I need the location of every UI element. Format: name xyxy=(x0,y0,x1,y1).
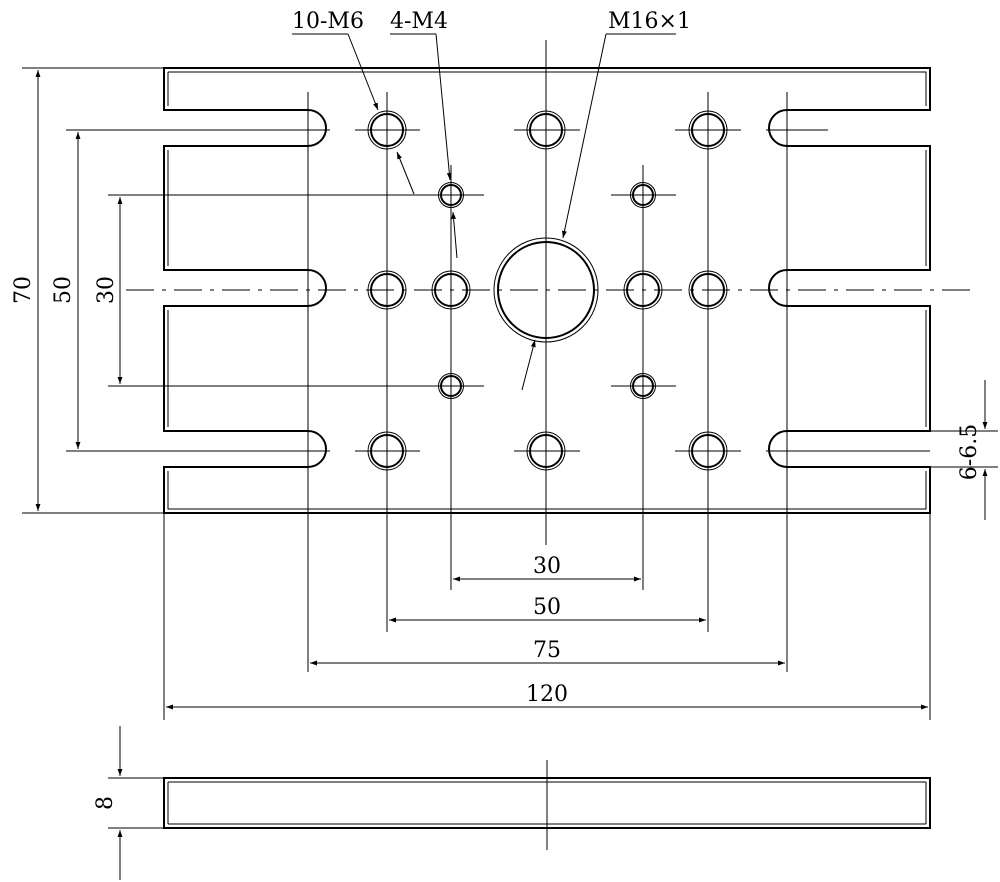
m4-hole xyxy=(630,182,656,208)
m4-callout-label: 4-M4 xyxy=(390,9,448,34)
horizontal-dimensions: 30 50 75 120 xyxy=(163,513,931,720)
m6-hole xyxy=(688,431,728,471)
m4-leader xyxy=(435,33,452,181)
m6-hole xyxy=(526,110,566,150)
vertical-dimensions: 70 50 30 xyxy=(11,67,164,514)
m6-hole xyxy=(367,110,407,150)
m16-leader-2 xyxy=(521,339,536,391)
m4-hole xyxy=(438,373,464,399)
m6-hole xyxy=(367,270,407,310)
m16-hole xyxy=(493,237,599,343)
dim-slot-label: 6-6.5 xyxy=(957,424,982,480)
dim-30-vertical-label: 30 xyxy=(94,276,119,304)
m16-callout-label: M16×1 xyxy=(608,9,691,34)
m6-hole xyxy=(526,431,566,471)
dim-50-horizontal-label: 50 xyxy=(533,595,561,620)
m6-leader xyxy=(347,33,379,111)
m16-leader xyxy=(562,33,607,239)
dim-70-label: 70 xyxy=(11,276,36,304)
slot-dimension: 6-6.5 xyxy=(930,380,998,520)
callouts: 10-M6 4-M4 M16×1 xyxy=(292,9,691,391)
m6-leader-2 xyxy=(396,151,415,195)
m6-callout-label: 10-M6 xyxy=(292,9,364,34)
dim-120-label: 120 xyxy=(526,682,568,707)
dim-30-horizontal-label: 30 xyxy=(533,554,561,579)
m4-leader-2 xyxy=(451,211,458,259)
plate-inner-edge xyxy=(167,71,927,510)
plate-side-view: 8 xyxy=(93,726,931,880)
m4-hole xyxy=(438,182,464,208)
m6-hole xyxy=(367,431,407,471)
m6-hole xyxy=(431,270,471,310)
m6-hole xyxy=(688,270,728,310)
holes xyxy=(367,110,728,471)
dim-8-label: 8 xyxy=(93,796,118,810)
m6-hole xyxy=(623,270,663,310)
center-lines xyxy=(66,40,970,672)
m6-hole xyxy=(688,110,728,150)
dim-50-vertical-label: 50 xyxy=(51,276,76,304)
dim-75-label: 75 xyxy=(533,638,561,663)
m4-hole xyxy=(630,373,656,399)
